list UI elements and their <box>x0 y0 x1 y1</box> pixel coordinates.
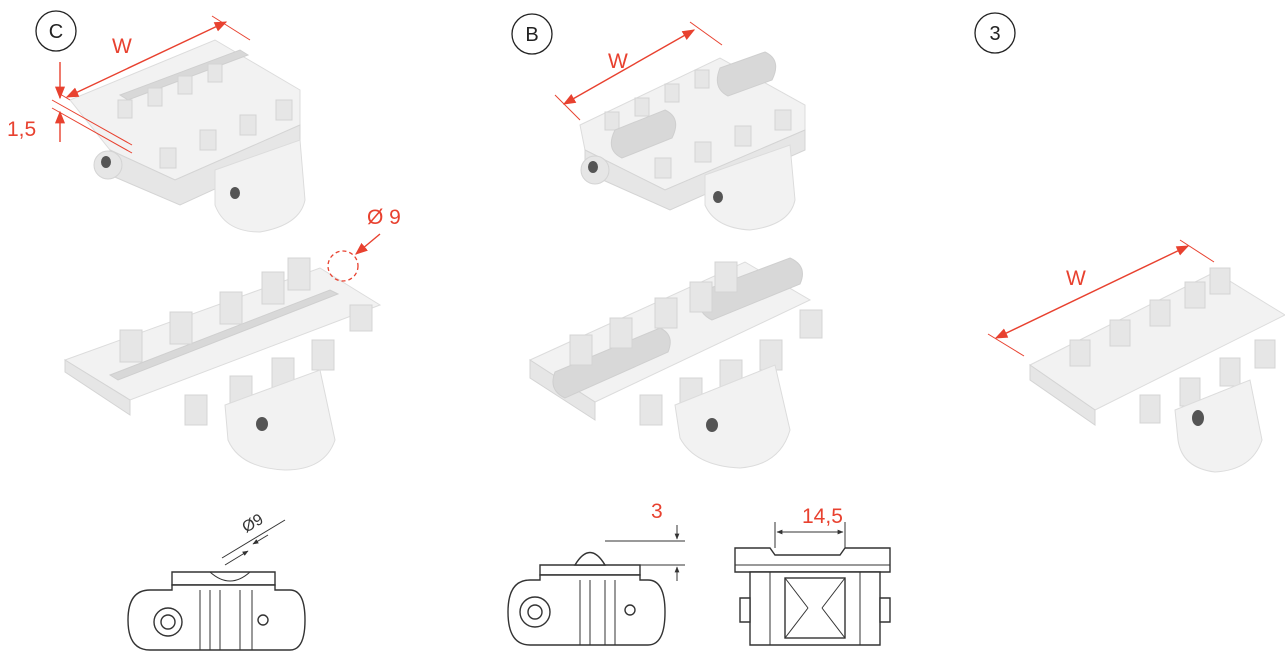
variant-b-spacing-label: 14,5 <box>802 505 843 528</box>
variant-b-w-ext-right <box>689 21 723 46</box>
variant-3-w-ext-right <box>1179 239 1215 263</box>
variant-b-drawing-side: 3 <box>507 500 685 646</box>
variant-3-w-ext-left <box>987 333 1025 357</box>
variant-b: B W <box>507 13 891 646</box>
variant-c-badge: C <box>35 10 77 52</box>
variant-c-thickness-label: 1,5 <box>7 118 36 141</box>
variant-b-w-ext-left <box>554 94 581 121</box>
variant-b-label: B <box>525 24 538 46</box>
variant-b-drawing-front: 14,5 <box>734 505 891 646</box>
variant-3-label: 3 <box>989 23 1000 45</box>
variant-c-label: C <box>49 21 63 43</box>
variant-b-badge: B <box>511 13 553 55</box>
variant-c-thk-ext-top <box>51 99 133 146</box>
variant-c: C W 1,5 <box>7 10 401 651</box>
variant-3-w-dimension <box>994 245 1190 339</box>
variant-c-w-dimension <box>65 21 228 98</box>
variant-3-w-label: W <box>1066 267 1086 290</box>
variant-3: 3 W <box>974 12 1285 473</box>
variant-c-part-top <box>69 39 306 233</box>
variant-c-thk-ext-bottom <box>51 107 133 154</box>
variant-c-part-middle <box>63 257 382 471</box>
variant-c-diameter-circle <box>327 250 359 282</box>
variant-c-diameter-label: Ø 9 <box>367 206 401 229</box>
variant-c-diameter-arrow <box>355 233 381 255</box>
variant-c-drawing: Ø9 <box>127 511 306 651</box>
variant-c-drawing-diameter-label: Ø9 <box>240 511 267 536</box>
variant-3-part <box>1029 267 1285 473</box>
variant-b-w-label: W <box>608 50 628 73</box>
variant-c-w-ext-right <box>211 15 251 41</box>
variant-b-part-top <box>579 51 806 231</box>
variant-3-badge: 3 <box>974 12 1016 54</box>
variant-c-w-label: W <box>112 35 132 58</box>
variant-b-height-label: 3 <box>651 500 663 523</box>
variant-b-part-middle <box>528 257 823 469</box>
variant-b-w-dimension <box>562 29 696 105</box>
